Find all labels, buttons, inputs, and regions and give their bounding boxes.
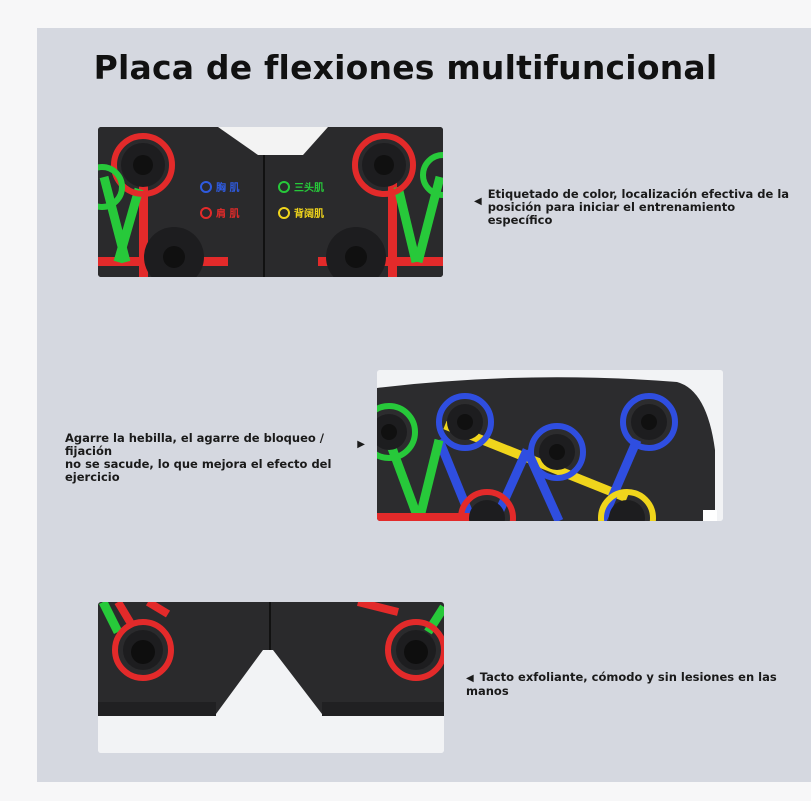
board-illustration-2	[377, 370, 723, 521]
arrow-left-icon: ◀	[474, 196, 482, 207]
label-triceps: 三头肌	[294, 181, 324, 194]
photo-color-labels: 胸 肌 肩 肌 三头肌 背阔肌	[98, 127, 443, 277]
label-chest: 胸 肌	[216, 181, 239, 194]
caption-color-labels: ◀ Etiquetado de color, localización efec…	[474, 188, 794, 227]
caption-line: Tacto exfoliante, cómodo y sin lesiones …	[466, 670, 777, 698]
board-illustration-1: 胸 肌 肩 肌 三头肌 背阔肌	[98, 127, 443, 277]
arrow-left-icon: ◀	[466, 673, 474, 684]
caption-buckle-grip: Agarre la hebilla, el agarre de bloqueo …	[65, 432, 365, 484]
photo-textured-surface	[98, 602, 444, 753]
caption-line: Agarre la hebilla, el agarre de bloqueo …	[65, 431, 324, 458]
page-title: Placa de flexiones multifuncional	[93, 48, 718, 87]
photo-buckle-grip	[377, 370, 723, 521]
arrow-right-icon: ▶	[357, 439, 365, 450]
label-back: 背阔肌	[294, 207, 324, 220]
board-illustration-3	[98, 602, 444, 753]
caption-line: Etiquetado de color, localización efecti…	[487, 187, 790, 201]
caption-line: posición para iniciar el entrenamiento e…	[487, 200, 736, 227]
caption-textured-surface: ◀Tacto exfoliante, cómodo y sin lesiones…	[466, 671, 796, 698]
label-shoulder: 肩 肌	[216, 207, 239, 220]
caption-line: no se sacude, lo que mejora el efecto de…	[65, 457, 332, 484]
